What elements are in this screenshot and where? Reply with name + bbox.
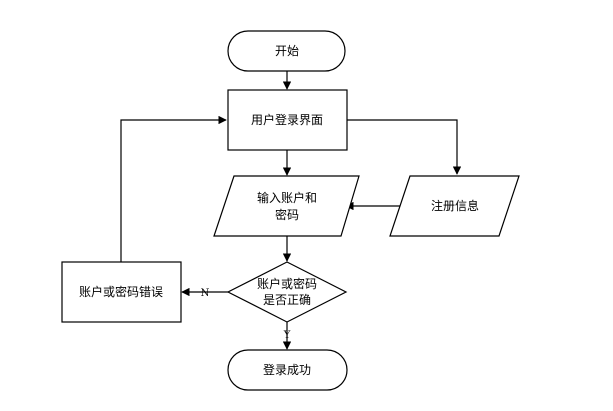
- credential-check-diamond: [226, 261, 348, 323]
- edge-label-no: N: [201, 288, 210, 299]
- register-info-parallelogram: [389, 175, 520, 237]
- error-label: 账户或密码错误: [79, 284, 163, 299]
- edge-login-to-register: [347, 119, 462, 175]
- error-box: [61, 261, 182, 323]
- start-label: 开始: [275, 44, 299, 58]
- edge-error-to-login: [120, 115, 227, 262]
- check-label-line2: 是否正确: [263, 293, 311, 307]
- input-label-line2: 密码: [275, 207, 299, 222]
- check-label-line1: 账户或密码: [257, 276, 317, 291]
- input-label-line1: 输入账户和: [257, 190, 317, 205]
- start-terminal: [227, 30, 346, 72]
- input-account-password-parallelogram: [213, 175, 360, 237]
- success-terminal: [227, 349, 348, 391]
- success-label: 登录成功: [263, 362, 311, 377]
- login-interface-label: 用户登录界面: [251, 112, 323, 127]
- register-label: 注册信息: [431, 198, 479, 213]
- login-interface-box: [227, 89, 348, 151]
- edge-label-yes: Y: [283, 330, 291, 341]
